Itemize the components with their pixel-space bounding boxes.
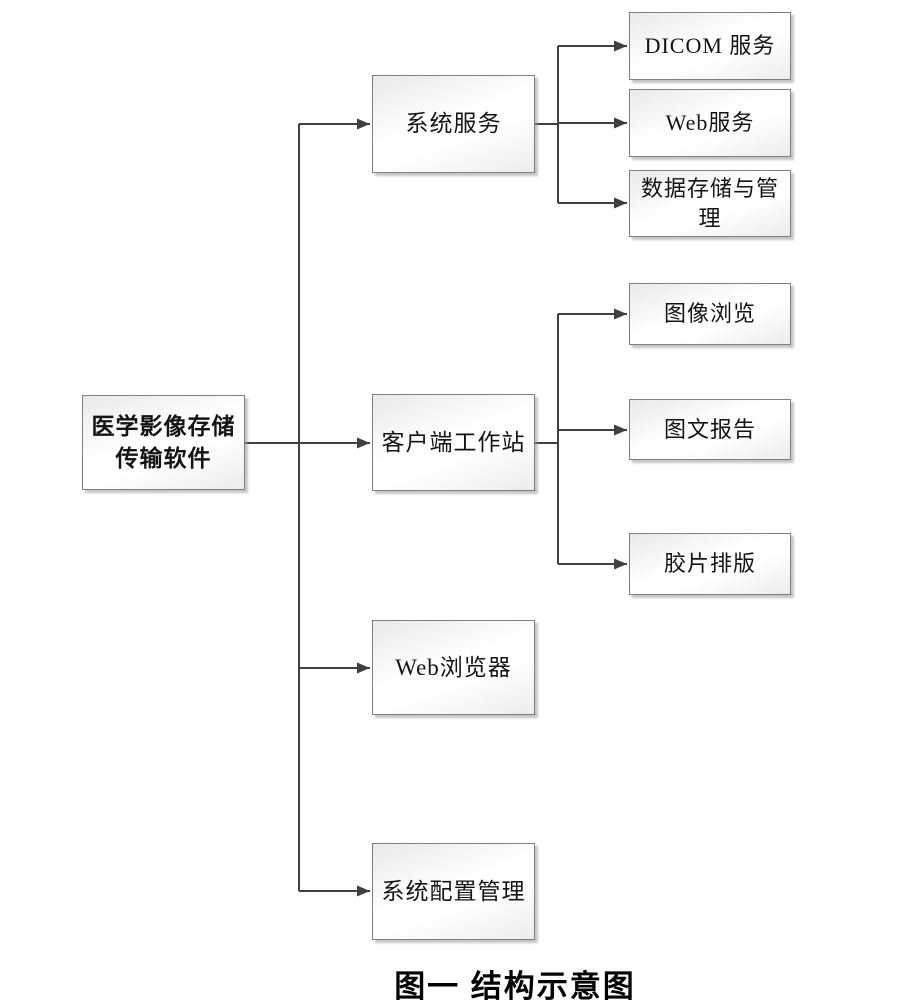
node-data-storage-label: 数据存储与管 理 xyxy=(640,175,779,231)
node-data-storage: 数据存储与管 理 xyxy=(629,170,791,237)
node-web-service-label: Web服务 xyxy=(665,110,755,136)
node-client-workstation-label: 客户端工作站 xyxy=(381,429,526,455)
node-system-services: 系统服务 xyxy=(372,75,535,173)
node-root-label: 医学影像存储 传输软件 xyxy=(91,414,236,471)
node-client-workstation: 客户端工作站 xyxy=(372,394,535,491)
node-report-label: 图文报告 xyxy=(663,416,756,442)
node-report: 图文报告 xyxy=(629,399,791,460)
node-dicom-service-label: DICOM 服务 xyxy=(644,33,776,59)
node-web-browser: Web浏览器 xyxy=(372,620,535,715)
node-web-browser-label: Web浏览器 xyxy=(395,654,512,680)
node-root: 医学影像存储 传输软件 xyxy=(82,395,245,490)
figure-caption: 图一 结构示意图 xyxy=(394,969,636,1004)
node-system-services-label: 系统服务 xyxy=(405,111,502,137)
node-system-config-label: 系统配置管理 xyxy=(381,878,526,904)
node-image-browse-label: 图像浏览 xyxy=(663,301,756,327)
node-film-layout-label: 胶片排版 xyxy=(663,551,756,577)
node-system-config: 系统配置管理 xyxy=(372,843,535,940)
node-film-layout: 胶片排版 xyxy=(629,533,791,595)
node-image-browse: 图像浏览 xyxy=(629,283,791,345)
node-dicom-service: DICOM 服务 xyxy=(629,12,791,80)
node-web-service: Web服务 xyxy=(629,89,791,157)
